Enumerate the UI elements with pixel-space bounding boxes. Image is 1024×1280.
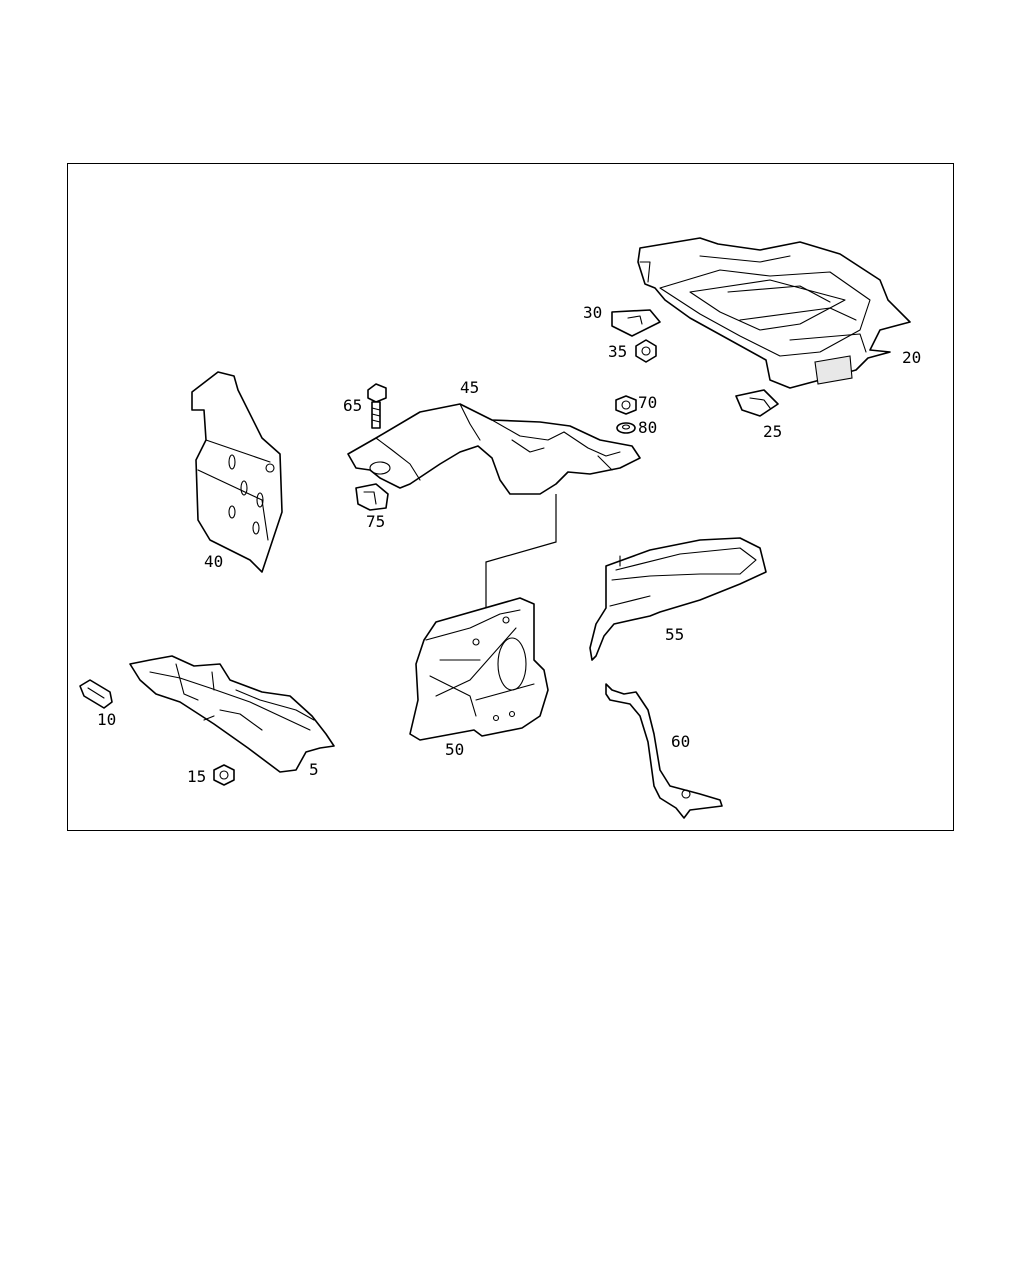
part-60-bracket[interactable]: [605, 683, 723, 819]
part-45-tunnel-shield[interactable]: [347, 403, 641, 495]
part-65-bolt[interactable]: [367, 383, 387, 429]
part-40-heat-shield[interactable]: [191, 371, 283, 573]
part-10-grommet[interactable]: [79, 679, 113, 709]
part-30-clip[interactable]: [611, 309, 661, 337]
part-75-clip[interactable]: [355, 483, 389, 511]
callout-35: 35: [608, 342, 627, 361]
callout-50: 50: [445, 740, 464, 759]
callout-60: 60: [671, 732, 690, 751]
part-20-underbody-panel[interactable]: [637, 237, 911, 389]
callout-45: 45: [460, 378, 479, 397]
callout-75: 75: [366, 512, 385, 531]
callout-40: 40: [204, 552, 223, 571]
part-50-shield-plate[interactable]: [409, 597, 549, 741]
callout-80: 80: [638, 418, 657, 437]
callout-10: 10: [97, 710, 116, 729]
part-80-washer[interactable]: [616, 422, 636, 434]
part-15-nut[interactable]: [213, 764, 235, 786]
callout-20: 20: [902, 348, 921, 367]
callout-65: 65: [343, 396, 362, 415]
callout-15: 15: [187, 767, 206, 786]
part-5-lower-shield[interactable]: [129, 655, 335, 773]
part-55-cover[interactable]: [589, 537, 767, 661]
callout-25: 25: [763, 422, 782, 441]
part-70-nut[interactable]: [615, 395, 637, 415]
leader-line-45-50: [485, 494, 557, 608]
callout-55: 55: [665, 625, 684, 644]
callout-70: 70: [638, 393, 657, 412]
part-35-nut[interactable]: [635, 339, 657, 363]
callout-30: 30: [583, 303, 602, 322]
part-25-clip[interactable]: [735, 389, 779, 417]
callout-5: 5: [309, 760, 319, 779]
